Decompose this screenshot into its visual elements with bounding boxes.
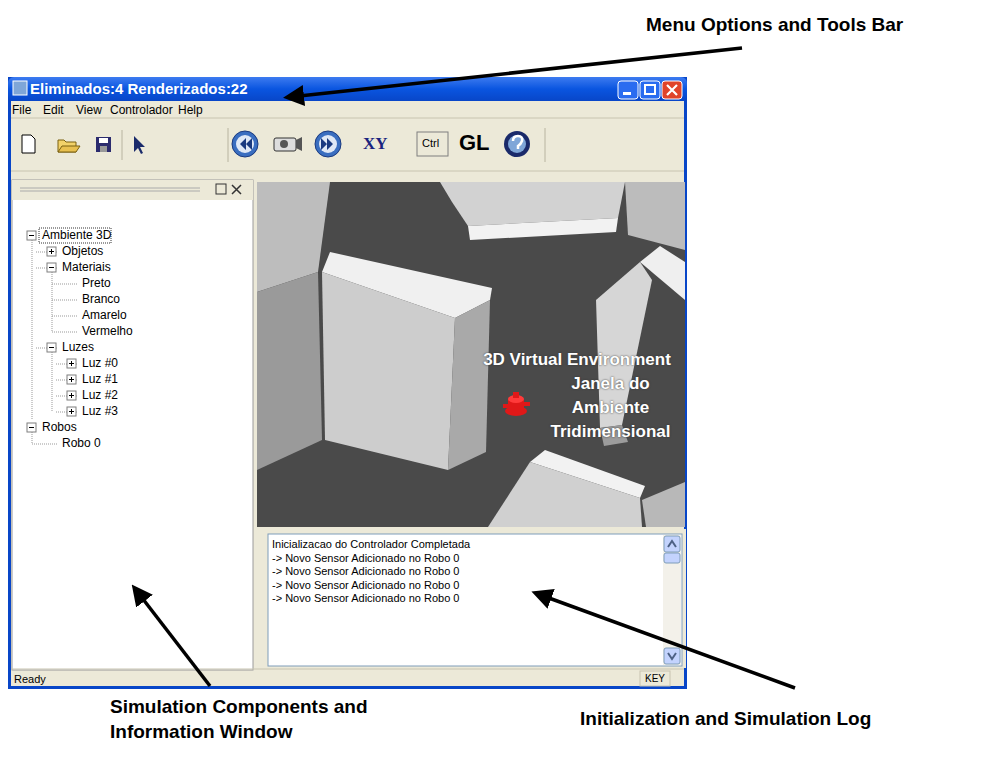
- toolbar-button: XY: [363, 134, 388, 154]
- view-caption: 3D Virtual Environment: [472, 350, 682, 370]
- menu-separator: [11, 118, 684, 119]
- maximize-button: [640, 81, 660, 99]
- callout-label: Simulation Components and Information Wi…: [110, 694, 410, 744]
- maximize-glyph: [645, 85, 655, 94]
- callout-label: Initialization and Simulation Log: [580, 708, 871, 730]
- minimize-button: [618, 81, 638, 99]
- tree-item: Materiais: [62, 260, 111, 274]
- tree-item: Luz #3: [82, 404, 118, 418]
- statusbar-line: [11, 669, 684, 670]
- menu-item: View: [76, 103, 102, 117]
- toolbar-icons: [22, 128, 545, 162]
- toolbar-button: Ctrl: [422, 137, 439, 149]
- menu-item: Edit: [43, 103, 64, 117]
- app-window: Eliminados:4 Renderizados:22Ambiente 3D O…: [8, 77, 687, 689]
- log-line: -> Novo Sensor Adicionado no Robo 0: [272, 592, 459, 604]
- tree-item: Preto: [82, 276, 111, 290]
- status-text: KEY: [645, 673, 665, 684]
- log-line: Inicializacao do Controlador Completada: [272, 538, 470, 550]
- log-textbox: [268, 534, 682, 666]
- menu-item: File: [12, 103, 31, 117]
- close-glyph: [667, 85, 677, 95]
- panel-header: [12, 180, 253, 200]
- callout-label: Menu Options and Tools Bar: [646, 14, 903, 36]
- tree-item: Objetos: [62, 244, 103, 258]
- 3d-view: 3D Virtual EnvironmentJanela do Ambiente…: [257, 182, 685, 527]
- log-line: -> Novo Sensor Adicionado no Robo 0: [272, 565, 459, 577]
- tree-item: Branco: [82, 292, 120, 306]
- callout-arrows: [136, 48, 795, 688]
- log-panel: Inicializacao do Controlador Completada -…: [268, 534, 682, 666]
- status-pane: [640, 671, 670, 686]
- tree-item: Luz #2: [82, 388, 118, 402]
- toolbar-button: GL: [459, 130, 490, 156]
- log-line: -> Novo Sensor Adicionado no Robo 0: [272, 552, 459, 564]
- tree-panel: Ambiente 3D ObjetosMateriaisPretoBrancoAm…: [12, 180, 253, 670]
- menu-item: Help: [178, 103, 203, 117]
- log-line: -> Novo Sensor Adicionado no Robo 0: [272, 579, 459, 591]
- toolbar-separator: [11, 171, 684, 172]
- tree-item: Robos: [42, 420, 77, 434]
- app-icon: [13, 81, 27, 95]
- window-frame: [8, 77, 687, 689]
- menu-item: Controlador: [110, 103, 173, 117]
- title-bar: [8, 77, 687, 101]
- tree-item: Luz #0: [82, 356, 118, 370]
- tree-item: Luz #1: [82, 372, 118, 386]
- log-panel-bg: [262, 529, 686, 668]
- tree-item: Amarelo: [82, 308, 127, 322]
- minimize-glyph: [623, 92, 631, 95]
- window-title: Eliminados:4 Renderizados:22: [30, 80, 248, 97]
- status-text: Ready: [14, 673, 46, 685]
- tree-item: Robo 0: [62, 436, 101, 450]
- window-body: [11, 101, 684, 686]
- tree-item: Vermelho: [82, 324, 133, 338]
- selection-focus: [39, 228, 111, 243]
- tree-item: Luzes: [62, 340, 94, 354]
- close-button: [662, 81, 682, 99]
- tree-panel-bg: [12, 180, 253, 670]
- tree-item: Ambiente 3D: [42, 228, 111, 242]
- view-caption: Janela do Ambiente Tridimensional: [539, 372, 682, 444]
- 3d-scene: [257, 182, 685, 527]
